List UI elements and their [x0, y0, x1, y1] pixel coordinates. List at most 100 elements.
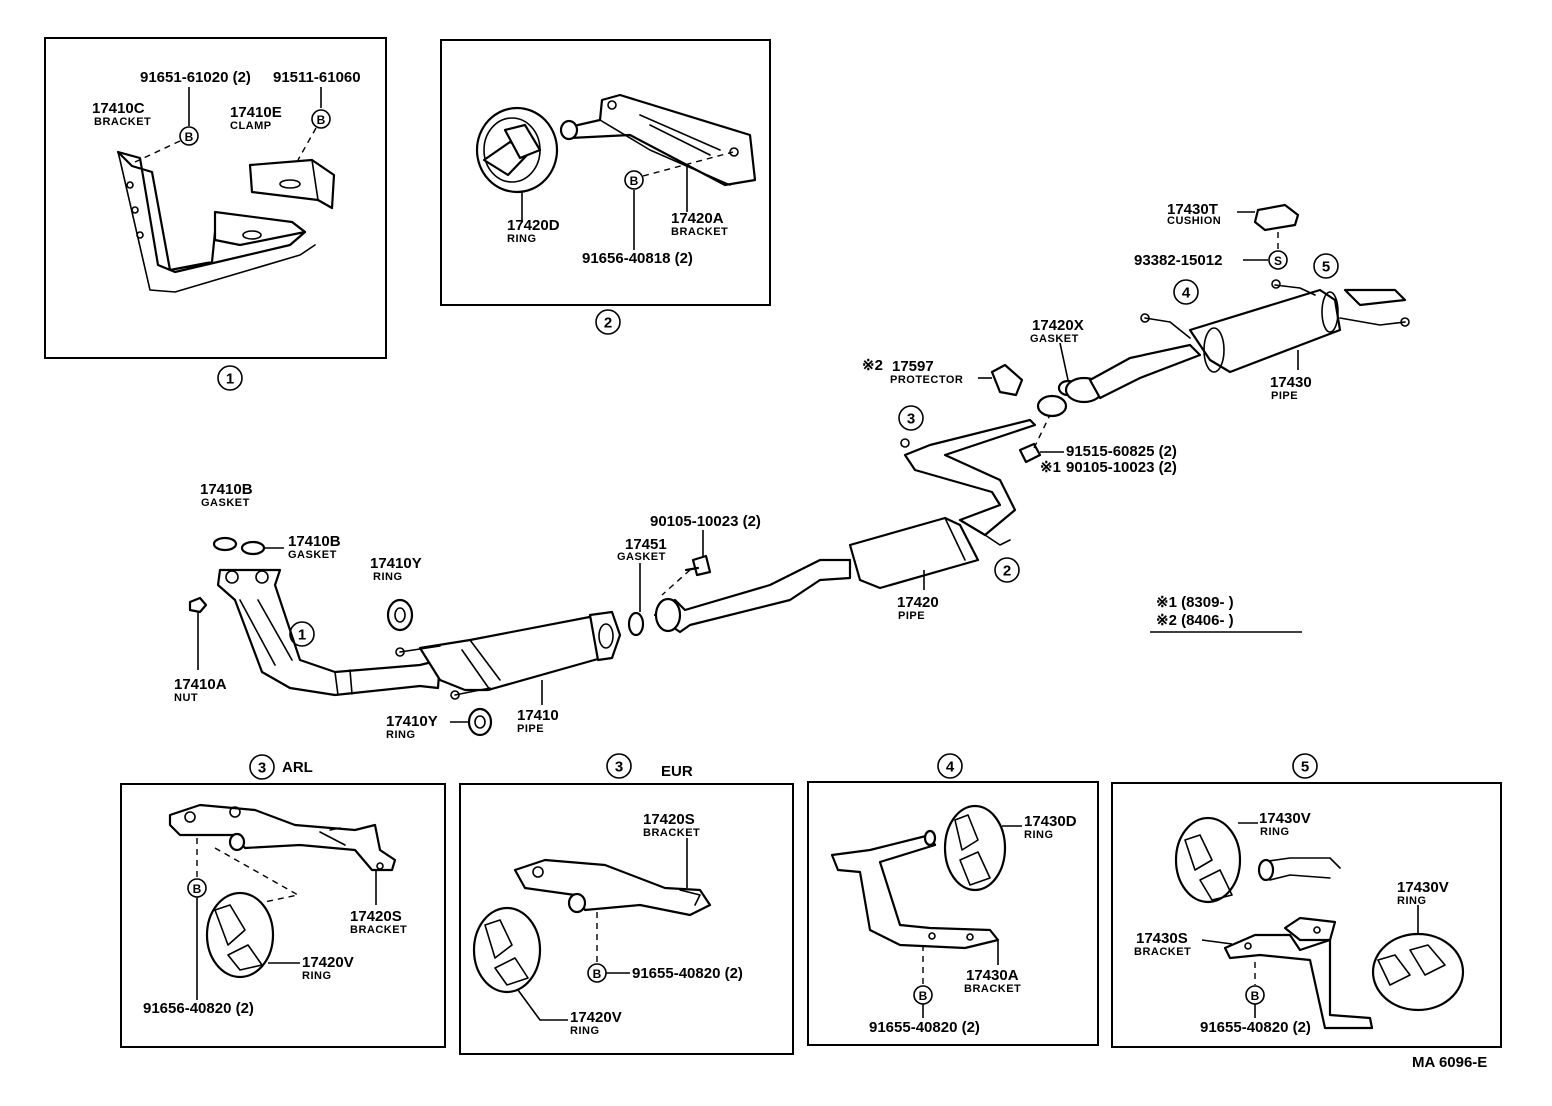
label-17410y-upper: 17410Y [370, 555, 422, 572]
bracket-17410c-drawing [116, 150, 316, 293]
dashed-leader [297, 127, 317, 161]
ref-circle-5 [1292, 753, 1318, 779]
label-17410c: 17410C [92, 100, 145, 117]
bolt-b-letter: B [919, 989, 928, 1003]
ring-17420v-arl-drawing [205, 891, 275, 979]
leader-line [1201, 939, 1233, 945]
label-91656-40820: 91656-40820 (2) [143, 1000, 254, 1017]
tail-pipe-17430-drawing [1064, 279, 1410, 404]
label-17410b-lower: 17410B [288, 533, 341, 550]
name-17410a: NUT [174, 692, 198, 704]
name-17410b-upper: GASKET [201, 497, 250, 509]
variant-arl: ARL [282, 759, 313, 776]
label-17420s-eur: 17420S [643, 811, 695, 828]
note-1: ※1 (8309- ) [1156, 594, 1234, 611]
gasket-17451-drawing [627, 611, 645, 637]
ref-circle-4-main [1173, 279, 1199, 305]
name-17420x: GASKET [1030, 333, 1079, 345]
label-91655-40820-box4: 91655-40820 (2) [869, 1019, 980, 1036]
gasket-17410b-drawing [212, 536, 238, 552]
ref-number-3: 3 [258, 760, 266, 777]
bolt-b-letter: B [593, 967, 602, 981]
bolt-b-letter: B [630, 174, 639, 188]
ref-circle-1 [217, 365, 243, 391]
label-17410a: 17410A [174, 676, 227, 693]
label-91511-61060: 91511-61060 [273, 69, 361, 86]
name-17430: PIPE [1271, 390, 1298, 402]
leader-line [517, 989, 568, 1021]
name-17430d: RING [1024, 829, 1054, 841]
label-17420v-eur: 17420V [570, 1009, 622, 1026]
label-91651-61020: 91651-61020 (2) [140, 69, 251, 86]
ring-17420d-drawing [475, 106, 559, 194]
label-17430s: 17430S [1136, 930, 1188, 947]
variant-eur: EUR [661, 763, 693, 780]
name-17430s: BRACKET [1134, 946, 1191, 958]
ref-number-3: 3 [907, 411, 915, 428]
ref-circle-3-eur [606, 753, 632, 779]
name-17420v-eur: RING [570, 1025, 600, 1037]
name-17420s-arl: BRACKET [350, 924, 407, 936]
label-17410e: 17410E [230, 104, 282, 121]
label-17410y-lower: 17410Y [386, 713, 438, 730]
ring-17420v-eur-drawing [472, 906, 542, 994]
clamp-17410e-drawing [248, 158, 336, 210]
bracket-17420s-arl-drawing [168, 803, 397, 872]
name-17420d: RING [507, 233, 537, 245]
label-17420x: 17420X [1032, 317, 1084, 334]
ref-circle-3-main [898, 405, 924, 431]
dashed-leader [642, 151, 734, 177]
name-17430v-lower: RING [1397, 895, 1427, 907]
ref-number-5: 5 [1322, 259, 1330, 276]
flange-drawing [1036, 394, 1068, 418]
pipe-stub-drawing [1261, 857, 1341, 881]
name-17410y-upper: RING [373, 571, 403, 583]
center-pipe-17420-drawing [653, 418, 1037, 634]
label-91655-40820-box5: 91655-40820 (2) [1200, 1019, 1311, 1036]
label-93382-15012: 93382-15012 [1134, 252, 1222, 269]
ref-circle-2-main [994, 557, 1020, 583]
label-17410b-upper: 17410B [200, 481, 253, 498]
ref-number-4: 4 [1182, 285, 1191, 302]
ref-circle-5-main [1313, 253, 1339, 279]
name-17410e: CLAMP [230, 120, 272, 132]
label-90105-10023-lower: 90105-10023 (2) [650, 513, 761, 530]
label-17430t: 17430T [1167, 201, 1218, 218]
bolt-b-letter: B [317, 113, 326, 127]
detail-box-3-arl [120, 783, 446, 1048]
note-2: ※2 (8406- ) [1156, 612, 1234, 629]
ref-circle-1-main [289, 621, 315, 647]
name-17430v-upper: RING [1260, 826, 1290, 838]
bolt-s-symbol [1268, 250, 1288, 270]
name-17430a: BRACKET [964, 983, 1021, 995]
name-17410: PIPE [517, 723, 544, 735]
ref-number-4: 4 [946, 759, 955, 776]
pipe-stub-end [1257, 858, 1275, 882]
gasket-17410b-drawing [240, 540, 266, 556]
dashed-leader [661, 569, 691, 596]
label-17420: 17420 [897, 594, 939, 611]
name-17420s-eur: BRACKET [643, 827, 700, 839]
label-17451: 17451 [625, 536, 667, 553]
ref-number-5: 5 [1301, 759, 1309, 776]
name-17410y-lower: RING [386, 729, 416, 741]
nut-17410a-drawing [188, 596, 208, 614]
label-91515-60825: 91515-60825 (2) [1066, 443, 1177, 460]
dashed-leader [134, 140, 181, 163]
dashed-leader [1033, 414, 1051, 449]
ring-17430v-lower-drawing [1371, 932, 1465, 1012]
leader-line [1059, 342, 1069, 381]
detail-box-5 [1111, 782, 1502, 1048]
name-17420a: BRACKET [671, 226, 728, 238]
label-17430v-upper: 17430V [1259, 810, 1311, 827]
detail-box-1 [44, 37, 387, 359]
ref-number-3: 3 [615, 759, 623, 776]
bracket-17430a-drawing [830, 829, 1000, 950]
mark-2: ※2 [862, 357, 883, 374]
bracket-17430s-drawing [1223, 916, 1374, 1030]
mark-1: ※1 [1040, 459, 1061, 476]
bolt-91515-drawing [1018, 442, 1042, 464]
label-91655-40820-eur: 91655-40820 (2) [632, 965, 743, 982]
ring-17410y-drawing [386, 598, 414, 632]
label-17597: 17597 [892, 358, 934, 375]
